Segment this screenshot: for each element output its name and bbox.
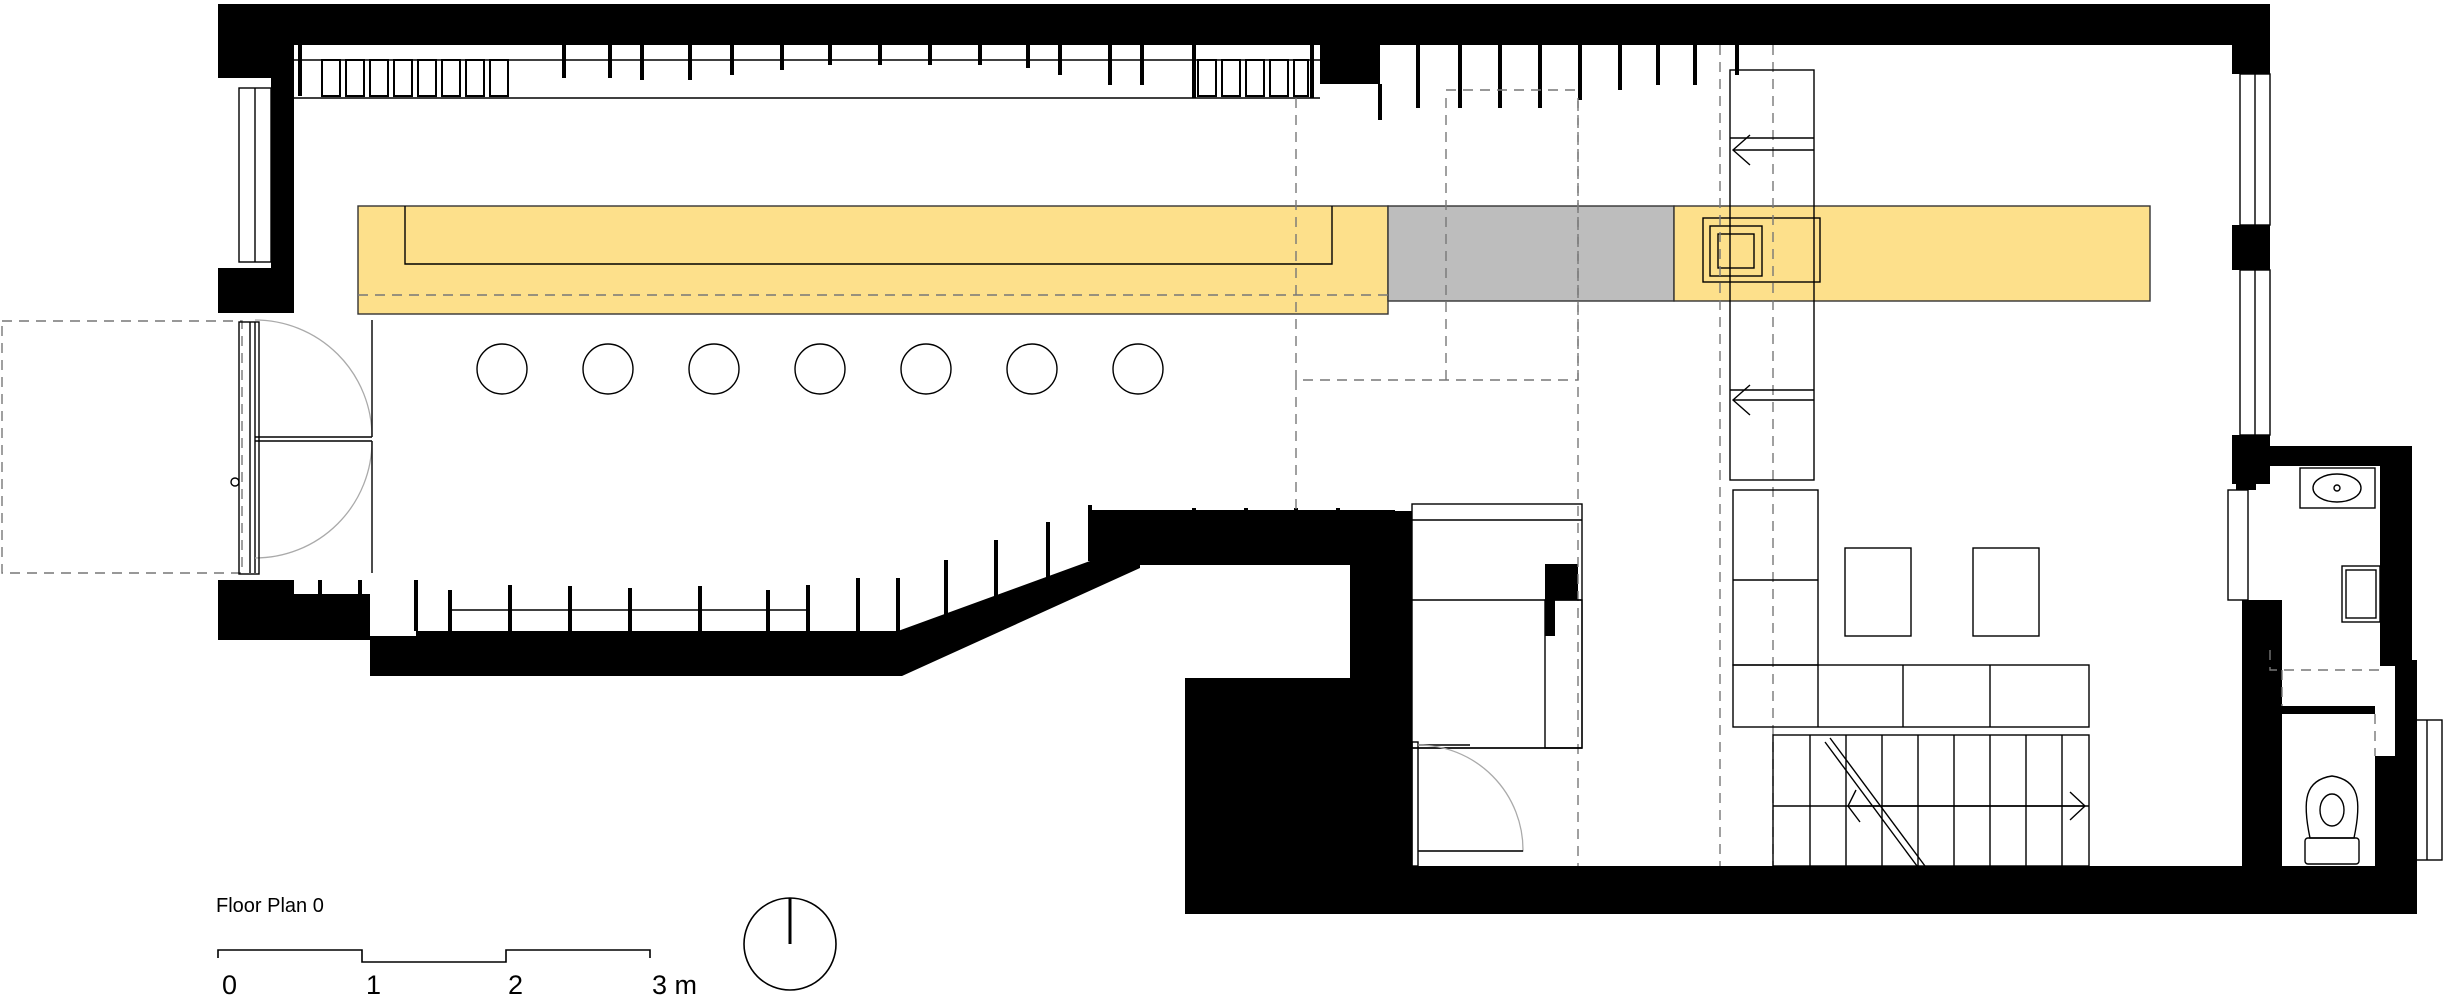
stair-direction-arrow-icon [1731, 134, 1814, 166]
toilet-icon [2304, 775, 2360, 865]
scale-tick-label: 2 [508, 970, 523, 1000]
front-window-right [2227, 73, 2443, 861]
counter-left-section [357, 205, 1389, 315]
stair-area [1729, 69, 2090, 871]
table [1844, 547, 1912, 637]
shelving-bottom [318, 505, 1340, 631]
counter-middle-section [1387, 205, 1675, 302]
bar-stools [476, 343, 1164, 395]
wc-cabinet [2341, 565, 2381, 623]
stair-direction-arrow-icon [1731, 384, 1814, 416]
shelving-top [294, 45, 1739, 120]
bar-stool [582, 343, 634, 395]
bar-stool [900, 343, 952, 395]
scale-tick-label: 0 [222, 970, 237, 1000]
walls [218, 4, 2417, 914]
reference-lines [1295, 45, 2380, 866]
washbasin-icon [2299, 467, 2376, 509]
bar-counter [357, 205, 2151, 315]
exterior-canopy-outline [1, 320, 243, 574]
door-swing-icon [254, 440, 373, 559]
scale-bar: 0 1 2 3 m [217, 949, 697, 1000]
front-window-left [238, 87, 272, 575]
door-swing-icon [1417, 744, 1524, 852]
door-swing-icon [254, 319, 373, 438]
counter-right-section [1673, 205, 2151, 302]
service-room [1403, 503, 1583, 867]
north-arrow-icon [743, 897, 837, 991]
bar-stool [1112, 343, 1164, 395]
table [1972, 547, 2040, 637]
scale-tick-label: 3 m [652, 970, 697, 1000]
bar-stool [1006, 343, 1058, 395]
entrance-doors [230, 319, 373, 573]
bar-stool [476, 343, 528, 395]
bar-stool [794, 343, 846, 395]
stair-direction-arrow-icon [1847, 789, 2087, 823]
scale-tick-label: 1 [366, 970, 381, 1000]
plan-title: Floor Plan 0 [216, 895, 324, 917]
bar-stool [688, 343, 740, 395]
